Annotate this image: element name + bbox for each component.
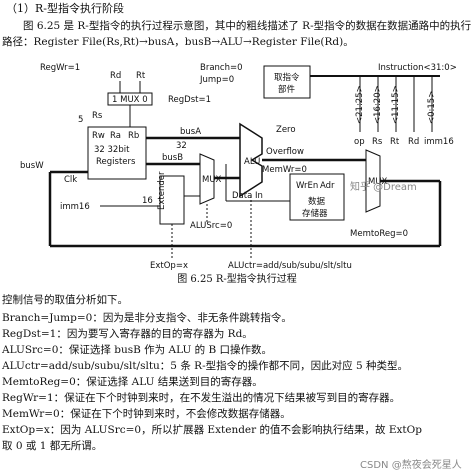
signal-item: ALUSrc=0：保证选择 busB 作为 ALU 的 B 口操作数。 (2, 344, 273, 356)
busw-label: busW (20, 161, 44, 171)
overflow-label: Overflow (266, 147, 304, 157)
mux-out-label: MUX (368, 177, 388, 187)
rt-field-label: Rt (390, 137, 400, 147)
rw-label: Rw (92, 131, 105, 141)
datain-label: Data In (232, 191, 263, 201)
busa-label: busA (180, 127, 201, 137)
rs-field-label: Rs (372, 137, 383, 147)
aluctr-label: ALUctr=add/sub/subu/slt/sltu (228, 261, 352, 271)
fetch-label-2: 部件 (278, 84, 296, 95)
figure-caption: 图 6.25 R-型指令执行过程 (177, 274, 297, 285)
datamem-label-1: 数据 (308, 196, 326, 207)
datapath-figure: RegWr=1 Rd Rt 1 MUX 0 RegDst=1 Rs Rw Ra … (20, 63, 457, 271)
op-label: op (354, 137, 365, 147)
width-32-label: 32 (176, 141, 187, 151)
width-5-label: 5 (78, 115, 83, 125)
watermark: 知乎 @Dream (350, 182, 417, 193)
datamem-label-2: 存储器 (302, 208, 328, 219)
signal-item: MemtoReg=0：保证选择 ALU 结果送到目的寄存器。 (2, 376, 263, 388)
signal-item: ALUctr=add/sub/subu/slt/sltu：5 条 R-型指令的操… (2, 360, 408, 372)
watermark: CSDN @熬夜会死星人 (360, 460, 462, 471)
imm-field-label: imm16 (424, 137, 454, 147)
rt-label: Rt (136, 71, 146, 81)
adr-label: Adr (320, 181, 335, 191)
regwr-label: RegWr=1 (40, 63, 80, 73)
rd-field-label: Rd (408, 137, 419, 147)
registers-label: Registers (96, 157, 136, 167)
rs-label: Rs (92, 111, 103, 121)
jump-label: Jump=0 (199, 75, 234, 85)
mux-alusrc-label: MUX (202, 175, 222, 185)
signal-item: Branch=Jump=0：因为是非分支指令、非无条件跳转指令。 (2, 312, 292, 324)
section-title: （1）R-型指令执行阶段 (6, 2, 124, 15)
signal-item: MemWr=0：保证在下个时钟到来时，不会修改数据存储器。 (2, 408, 291, 420)
width-16-label: 16 (142, 196, 153, 206)
extop-label: ExtOp=x (150, 261, 188, 271)
signal-item: ExtOp=x：因为 ALUSrc=0，所以扩展器 Extender 的值不会影… (2, 424, 422, 436)
regdst-label: RegDst=1 (168, 95, 211, 105)
field-rt-bits: <16:20> (373, 85, 383, 124)
signal-item: RegDst=1：因为要写入寄存器的目的寄存器为 Rd。 (2, 328, 253, 340)
mux-regdst-label: 1 MUX 0 (112, 95, 148, 105)
fetch-label-1: 取指令 (274, 72, 300, 83)
field-rd-bits: <11:15> (391, 85, 401, 124)
ra-label: Ra (110, 131, 121, 141)
busb-label: busB (162, 153, 183, 163)
alusrc-label: ALUSrc=0 (190, 221, 232, 231)
regfile-size-label: 32 32bit (94, 145, 130, 155)
memtoreg-label: MemtoReg=0 (350, 229, 408, 239)
rb-label: Rb (128, 131, 139, 141)
instruction-label: Instruction<31:0> (378, 63, 457, 73)
imm16-label: imm16 (60, 202, 90, 212)
field-imm-bits: <0:15> (427, 91, 437, 124)
intro-paragraph: 图 6.25 是 R-型指令的执行过程示意图，其中的粗线描述了 R-型指令的数据… (2, 20, 472, 48)
branch-label: Branch=0 (200, 63, 243, 73)
rd-label: Rd (110, 71, 121, 81)
clk-label: Clk (64, 175, 77, 185)
memwr-label: MemWr=0 (262, 165, 307, 175)
signal-item: 取 0 或 1 都无所谓。 (2, 440, 103, 452)
alu-label: ALU (244, 157, 260, 167)
register-file (87, 126, 147, 180)
analysis-title: 控制信号的取值分析如下。 (2, 294, 128, 306)
field-rs-bits: <21:25> (355, 85, 365, 124)
zero-label: Zero (276, 125, 296, 135)
wren-label: WrEn (296, 181, 318, 191)
signal-item: RegWr=1：保证在下个时钟到来时，在不发生溢出的情况下结果被写到目的寄存器。 (2, 392, 401, 404)
extender-label: Extender (157, 171, 167, 210)
